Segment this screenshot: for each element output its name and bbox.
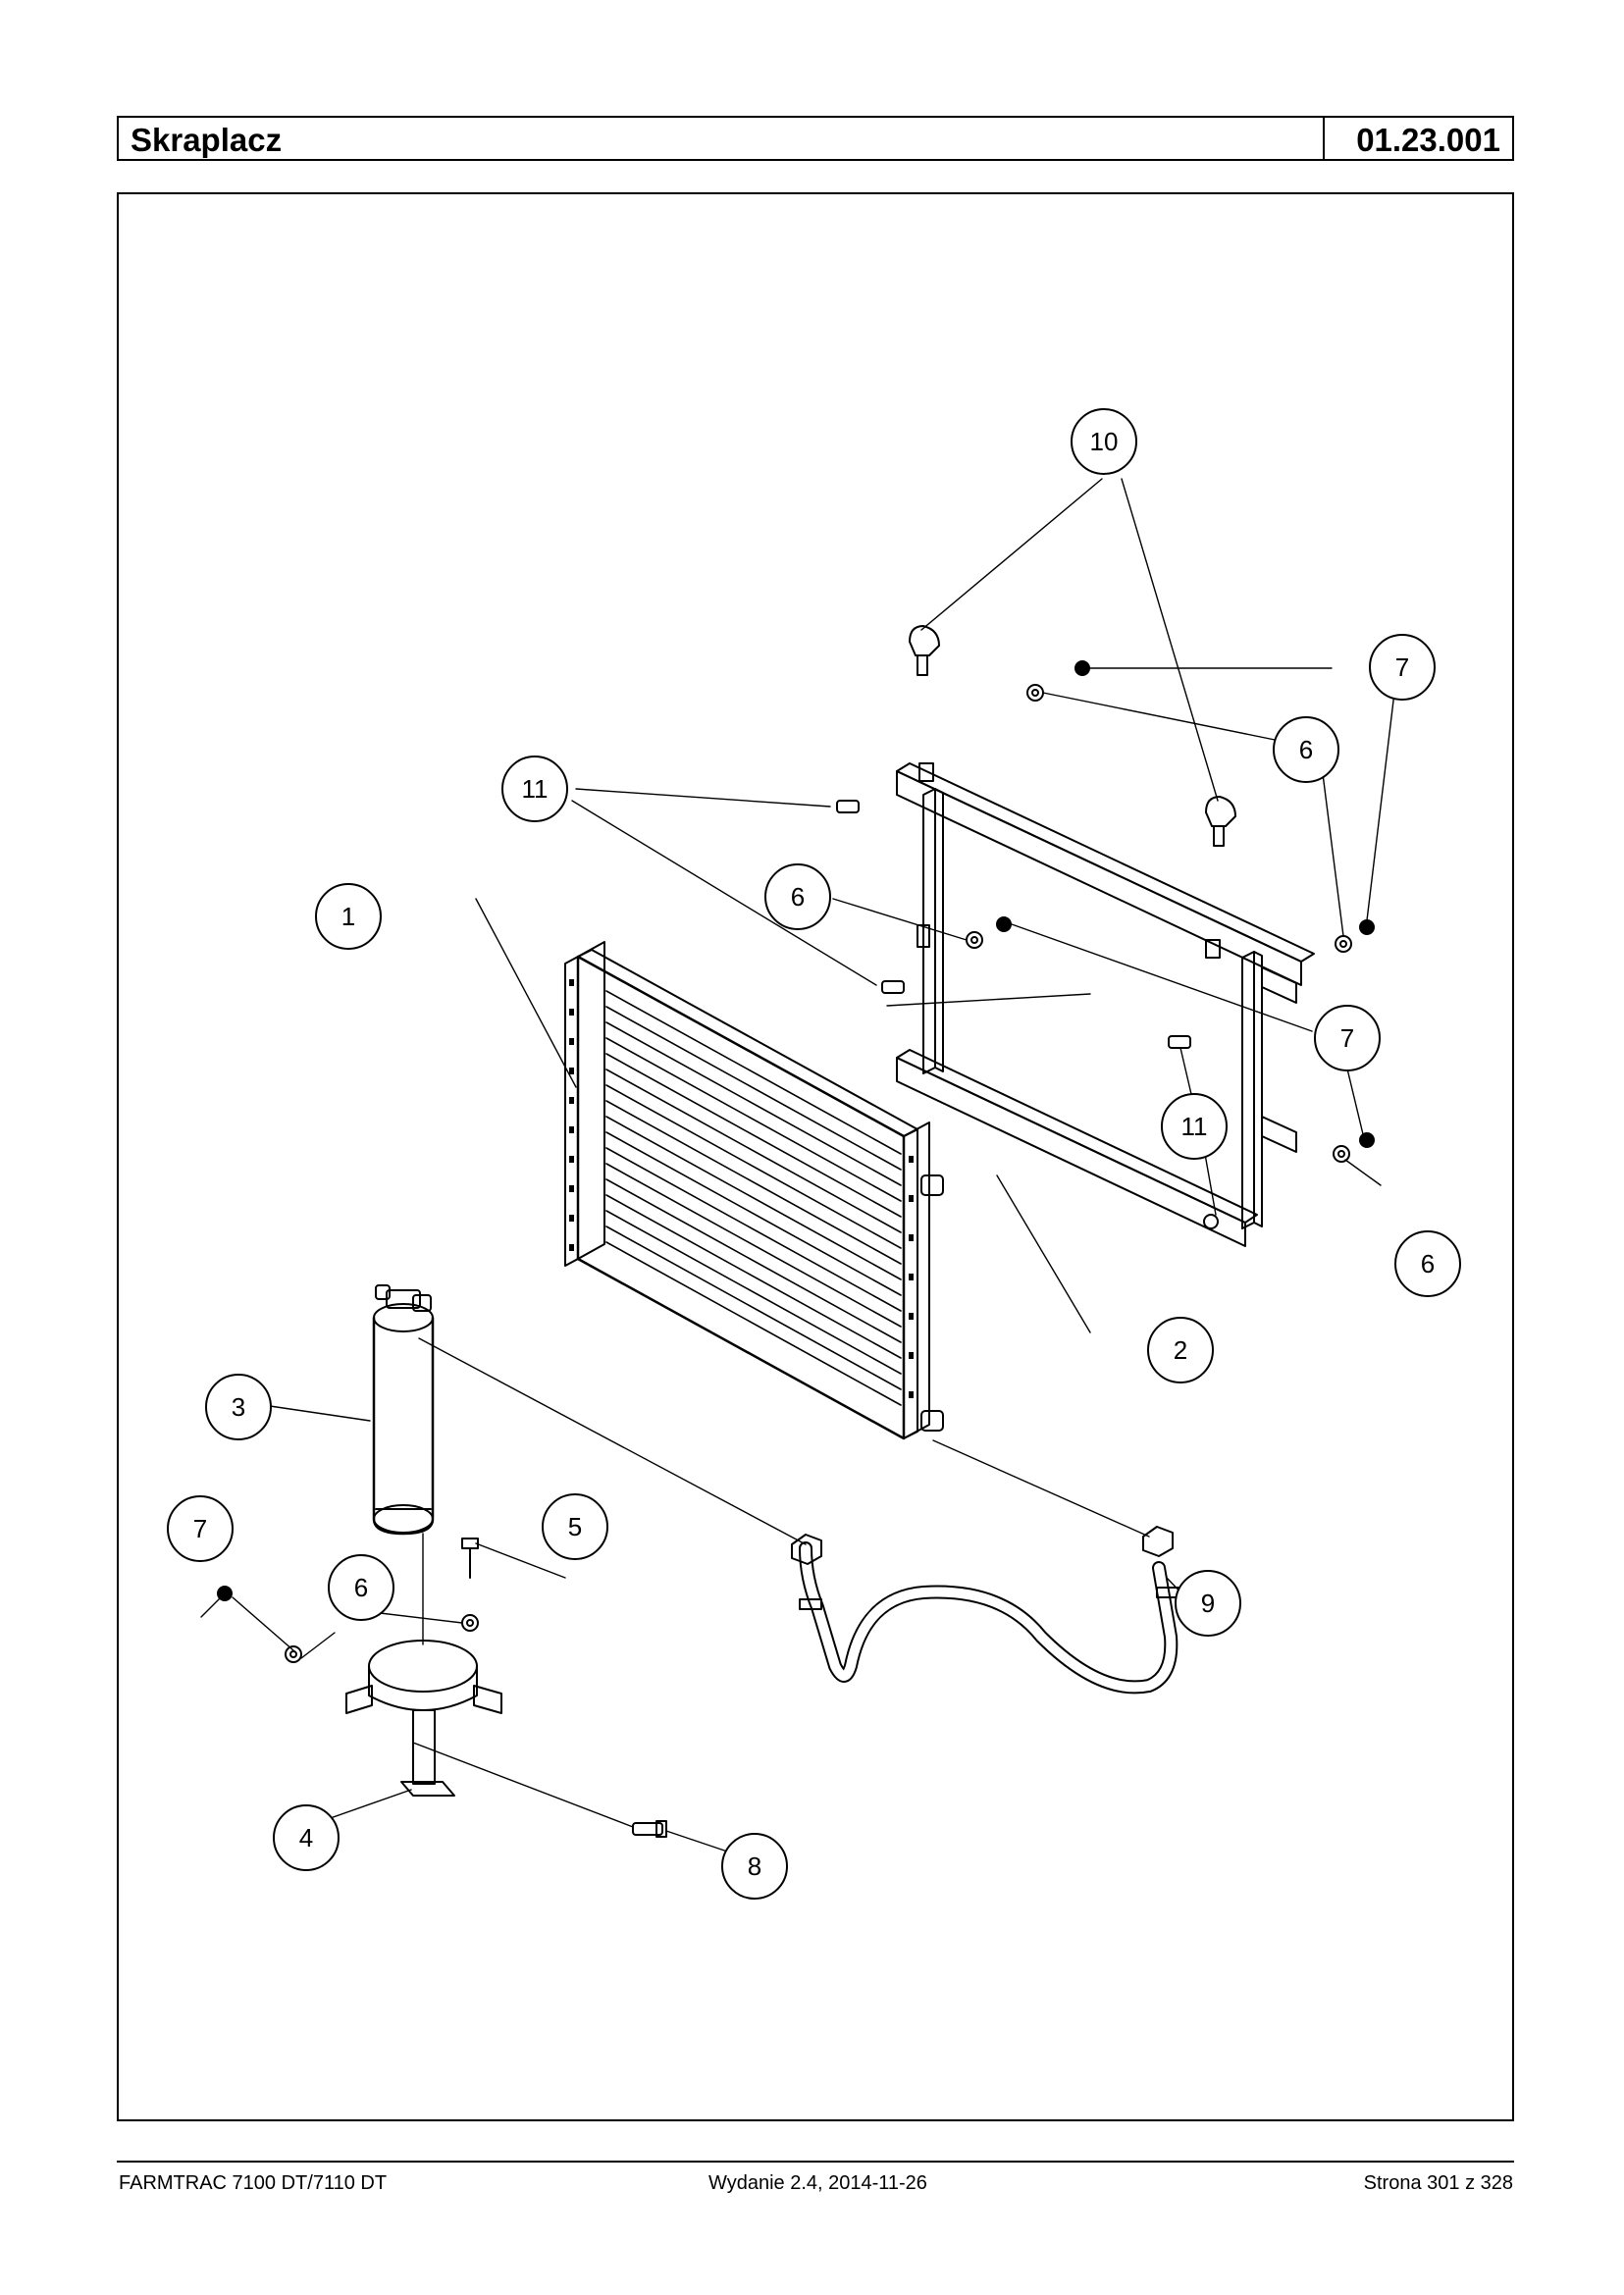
callout-11-left [501, 756, 568, 822]
receiver-drier [372, 1284, 435, 1536]
callout-label: 7 [1340, 1023, 1354, 1053]
leader-lines [200, 478, 1398, 1858]
section-code: 01.23.001 [1356, 122, 1500, 158]
callout-label: 3 [232, 1392, 245, 1422]
callout-label: 1 [341, 902, 355, 931]
callout-label: 4 [299, 1823, 313, 1852]
callout-label: 11 [1181, 1112, 1208, 1141]
clamp-bracket [345, 1640, 502, 1797]
page-header: Skraplacz 01.23.001 [117, 116, 1514, 161]
footer-edition: Wydanie 2.4, 2014-11-26 [708, 2172, 927, 2194]
footer-page-number: Strona 301 z 328 [1363, 2172, 1513, 2194]
callout-11-right [1161, 1093, 1228, 1160]
callout-4 [273, 1804, 340, 1871]
page-title: Skraplacz [131, 122, 283, 158]
header-divider [1323, 118, 1325, 159]
condenser-exploded-view: 10 7 6 11 1 6 7 11 6 2 3 7 5 6 9 4 8 [167, 408, 1461, 1900]
callout-6-left [328, 1554, 394, 1621]
callout-10 [1071, 408, 1137, 475]
footer-rule [117, 2161, 1514, 2163]
callout-label: 5 [568, 1512, 582, 1541]
bracket-frame [896, 762, 1315, 1247]
callout-label: 10 [1090, 427, 1119, 456]
hose-assembly [791, 1526, 1179, 1695]
callout-6-bottom [1394, 1230, 1461, 1297]
callout-7-left [167, 1495, 234, 1562]
callout-6-top [1273, 716, 1339, 783]
callout-9 [1175, 1570, 1241, 1637]
condenser-core [564, 941, 944, 1440]
callout-label: 11 [522, 774, 549, 804]
callout-7-top [1369, 634, 1436, 701]
callout-1 [315, 883, 382, 950]
callout-label: 6 [354, 1573, 368, 1602]
callout-label: 8 [748, 1852, 761, 1881]
callout-5 [542, 1493, 608, 1560]
fasteners [217, 625, 1375, 1838]
callout-label: 6 [1299, 735, 1313, 764]
callout-label: 6 [791, 882, 805, 912]
callout-label: 9 [1201, 1589, 1215, 1618]
exploded-diagram-frame: 10 7 6 11 1 6 7 11 6 2 3 7 5 6 9 4 8 [117, 192, 1514, 2121]
footer-model: FARMTRAC 7100 DT/7110 DT [119, 2172, 388, 2194]
callout-label: 7 [193, 1514, 207, 1543]
callout-label: 7 [1395, 652, 1409, 682]
callout-label: 6 [1421, 1249, 1435, 1278]
callout-8 [721, 1833, 788, 1900]
callout-2 [1147, 1317, 1214, 1383]
callout-6-mid [764, 863, 831, 930]
callout-7-right [1314, 1005, 1381, 1071]
callout-label: 2 [1174, 1335, 1187, 1365]
callout-3 [205, 1374, 272, 1440]
